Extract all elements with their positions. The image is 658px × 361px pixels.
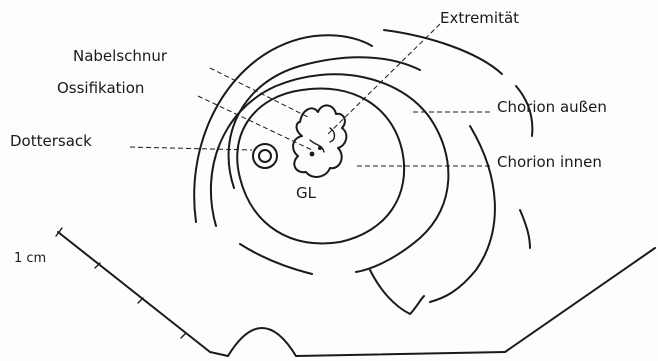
- embryo-detail: [310, 140, 324, 152]
- uterine-right-tick: [520, 210, 530, 248]
- sector-bottom-left: [210, 352, 228, 356]
- leader-extremitaet: [326, 24, 440, 136]
- scale-tick: [138, 298, 143, 303]
- uterine-lower-curve: [370, 270, 424, 314]
- label-nabelschnur: Nabelschnur: [73, 47, 168, 65]
- embryo-limb: [330, 128, 335, 142]
- ossification-dot: [310, 152, 315, 157]
- label-chorion-innen: Chorion innen: [497, 153, 602, 171]
- label-extremitaet: Extremität: [440, 9, 519, 27]
- leader-ossifikation: [198, 96, 312, 150]
- scale-tick: [181, 333, 186, 338]
- embryo: [293, 105, 346, 177]
- outer-arc-top: [384, 30, 502, 74]
- leader-dottersack: [130, 147, 252, 150]
- yolk-sac-inner: [259, 150, 271, 162]
- sector-right-edge: [505, 248, 655, 352]
- embryo-outline: [293, 105, 346, 177]
- yolk-sac: [253, 144, 277, 168]
- scan-sector: [58, 232, 655, 356]
- sector-bottom-right: [296, 352, 505, 356]
- yolk-sac-outer: [253, 144, 277, 168]
- leader-lines: [130, 24, 490, 166]
- chorion-ring-inner: [237, 88, 404, 243]
- chorion-ring-outer-tail: [240, 244, 312, 274]
- ossification-dot: [318, 146, 322, 150]
- label-dottersack: Dottersack: [10, 132, 92, 150]
- label-gl: GL: [296, 184, 317, 202]
- outer-arc-left: [194, 35, 372, 222]
- label-chorion-aussen: Chorion außen: [497, 98, 607, 116]
- sector-left-edge: [58, 232, 210, 352]
- transducer-arc: [228, 328, 296, 356]
- label-ossifikation: Ossifikation: [57, 79, 144, 97]
- label-scale: 1 cm: [14, 251, 46, 266]
